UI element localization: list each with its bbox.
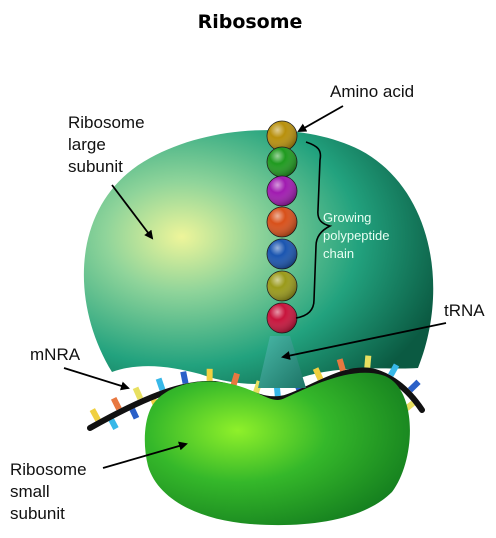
- mrna-codon: [388, 363, 400, 377]
- mrna-codon: [129, 407, 140, 420]
- mrna-codon: [89, 408, 101, 422]
- mrna-codon: [230, 372, 240, 386]
- large-subunit: [83, 130, 434, 385]
- small-subunit-label: Ribosome small subunit: [10, 460, 91, 523]
- amino-acid-label: Amino acid: [330, 82, 414, 101]
- large-subunit-label: Ribosome large subunit: [68, 113, 149, 176]
- amino-acid-bead-shading: [267, 271, 297, 301]
- large-subunit-arrow: [111, 184, 154, 240]
- amino-acid-bead-shading: [267, 303, 297, 333]
- polypeptide-chain: [266, 120, 298, 334]
- diagram-title: Ribosome: [198, 11, 303, 33]
- mrna-codon: [132, 386, 144, 400]
- trna-label: tRNA: [444, 301, 485, 320]
- mrna-codon: [336, 358, 346, 372]
- chain-bracket: [295, 141, 333, 319]
- mrna-codon: [155, 377, 166, 391]
- trna-arrow: [281, 322, 447, 360]
- trna-body: [258, 336, 306, 388]
- mrna-codon: [110, 396, 122, 411]
- amino-acid-bead-shading: [267, 121, 297, 151]
- small-subunit-arrow: [102, 441, 188, 469]
- amino-acid-bead-shading: [267, 147, 297, 177]
- amino-acid-bead-shading: [267, 207, 297, 237]
- mrna-codon: [312, 367, 324, 381]
- mrna-codon: [108, 418, 119, 430]
- mrna-arrow: [63, 367, 130, 391]
- mrna-label: mNRA: [30, 345, 81, 364]
- mrna-codon: [407, 379, 421, 393]
- small-subunit: [144, 372, 410, 526]
- amino-acid-bead-shading: [267, 176, 297, 206]
- growing-chain-label: Growing polypeptide chain: [323, 210, 393, 261]
- mrna-codon: [180, 371, 189, 385]
- amino-acid-arrow: [297, 105, 344, 132]
- mrna-codon: [364, 355, 372, 368]
- mrna-codon: [206, 368, 213, 381]
- amino-acid-bead-shading: [267, 239, 297, 269]
